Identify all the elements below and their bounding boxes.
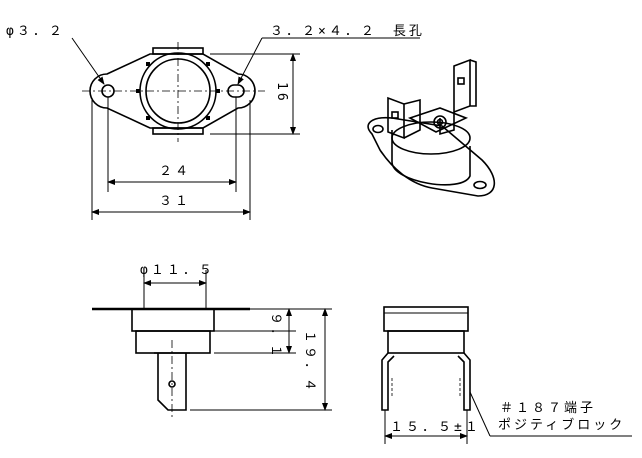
body-height-label: ９．１ <box>268 312 283 360</box>
iso-flange-slot <box>473 180 487 190</box>
notch <box>146 62 150 66</box>
cap-diameter-label: φ１１．５ <box>140 263 215 278</box>
side-terminal-hole <box>168 380 176 388</box>
terminal-tab-bottom <box>152 127 204 135</box>
iso-flange <box>367 116 496 197</box>
iso-terminal-right <box>439 58 477 136</box>
iso-body-top <box>391 121 471 155</box>
terminal-type-label: ＃１８７端子 <box>500 401 596 416</box>
top-view: φ３．２ ３．２×４．２ 長孔 16 ２４ ３１ <box>6 24 425 220</box>
width-dim-label: ３１ <box>159 194 191 209</box>
terminal-tab-top <box>152 47 204 55</box>
side-body <box>135 330 211 354</box>
terminal-leader <box>469 391 491 437</box>
notch <box>206 116 210 120</box>
body-inner-circle <box>145 58 211 124</box>
terminal-pitch-label: １５．５±１ <box>390 420 481 435</box>
pitch-dim-label: ２４ <box>159 164 191 179</box>
iso-body <box>391 130 471 186</box>
iso-base-plate <box>407 107 469 133</box>
iso-center-rivet <box>433 115 447 129</box>
overall-height-label: １９．４ <box>302 330 317 394</box>
slot-leader <box>237 37 263 85</box>
flange-outline <box>89 53 256 129</box>
notch <box>146 116 150 120</box>
terminal-lock-label: ポジティブロック <box>498 417 625 433</box>
notch <box>136 89 140 93</box>
iso-flange-hole <box>372 124 384 134</box>
side-terminal <box>157 353 187 411</box>
isometric-view <box>367 58 496 197</box>
iso-terminal-left-hole <box>391 111 399 119</box>
end-terminal-right <box>457 352 471 411</box>
hole-leader <box>71 37 105 85</box>
end-cap <box>383 306 469 332</box>
side-cap <box>131 308 215 332</box>
side-view: φ１１．５ ９．１ １９．４ <box>92 263 332 418</box>
height-dim-label: 16 <box>274 82 289 104</box>
end-terminal-left <box>381 352 395 411</box>
slot-size-label: ３．２×４．２ 長孔 <box>270 24 425 39</box>
hole-diameter-label: φ３．２ <box>6 24 65 39</box>
end-body <box>387 330 465 354</box>
iso-terminal-right-hole <box>457 77 465 85</box>
notch <box>206 62 210 66</box>
end-view: １５．５±１ ＃１８７端子 ポジティブロック <box>381 306 632 444</box>
iso-center-rivet-inner <box>436 118 444 126</box>
notch <box>216 89 220 93</box>
